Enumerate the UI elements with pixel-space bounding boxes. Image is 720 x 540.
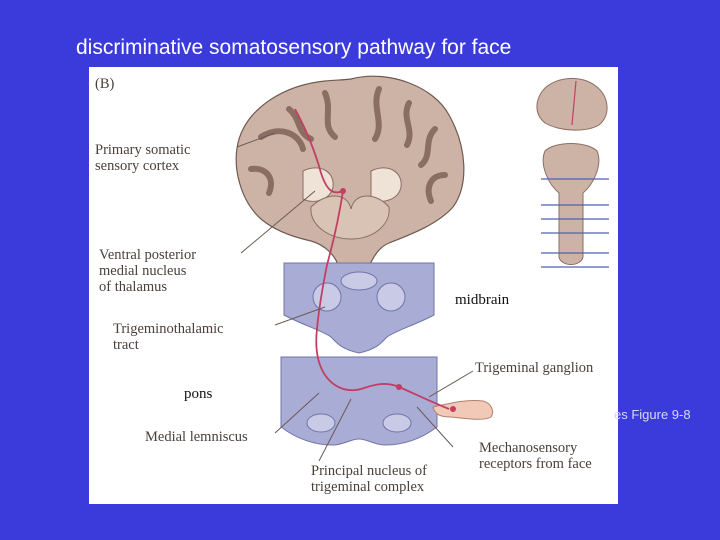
label-line: Trigeminal ganglion xyxy=(475,360,594,376)
pathway-line xyxy=(294,108,450,410)
label-primary-somatic-sensory-cortex: Primary somatic sensory cortex xyxy=(95,142,190,174)
label-line: of thalamus xyxy=(99,279,168,295)
label-mechanosensory-receptors: Mechanosensory receptors from face xyxy=(479,440,592,472)
midbrain-overlay-label: midbrain xyxy=(455,292,510,308)
label-trigeminal-ganglion: Trigeminal ganglion xyxy=(475,360,593,376)
label-line: medial nucleus xyxy=(99,263,187,279)
leader-lines xyxy=(236,132,474,462)
label-trigeminothalamic-tract: Trigeminothalamic tract xyxy=(113,321,224,353)
label-line: Ventral posterior xyxy=(99,247,197,263)
brain-inset xyxy=(536,77,608,131)
panel-label: (B) xyxy=(95,76,115,92)
label-line: trigeminal complex xyxy=(311,479,425,495)
pathway-diagram xyxy=(235,75,609,462)
figure-caption: es Figure 9-8 xyxy=(614,407,691,422)
coronal-brain-section xyxy=(235,75,465,268)
face-receptor-drawing xyxy=(432,400,494,420)
label-line: Principal nucleus of xyxy=(311,463,427,479)
slide-title: discriminative somatosensory pathway for… xyxy=(76,36,512,59)
label-line: Mechanosensory xyxy=(479,440,578,456)
pons-section xyxy=(280,356,438,446)
pons-overlay-label: pons xyxy=(184,386,213,402)
brainstem-inset xyxy=(541,143,609,268)
label-ventral-posterior-medial-nucleus: Ventral posterior medial nucleus of thal… xyxy=(99,247,196,295)
label-principal-nucleus: Principal nucleus of trigeminal complex xyxy=(311,463,427,495)
label-medial-lemniscus: Medial lemniscus xyxy=(145,429,248,445)
figure-panel: (B) Primary somatic sensory cortex Ventr… xyxy=(89,67,618,504)
label-line: Primary somatic xyxy=(95,142,191,158)
label-line: Trigeminothalamic xyxy=(113,321,224,337)
label-line: Medial lemniscus xyxy=(145,429,248,445)
label-line: tract xyxy=(113,337,139,353)
label-line: receptors from face xyxy=(479,456,592,472)
label-line: sensory cortex xyxy=(95,158,180,174)
midbrain-section xyxy=(283,262,435,354)
